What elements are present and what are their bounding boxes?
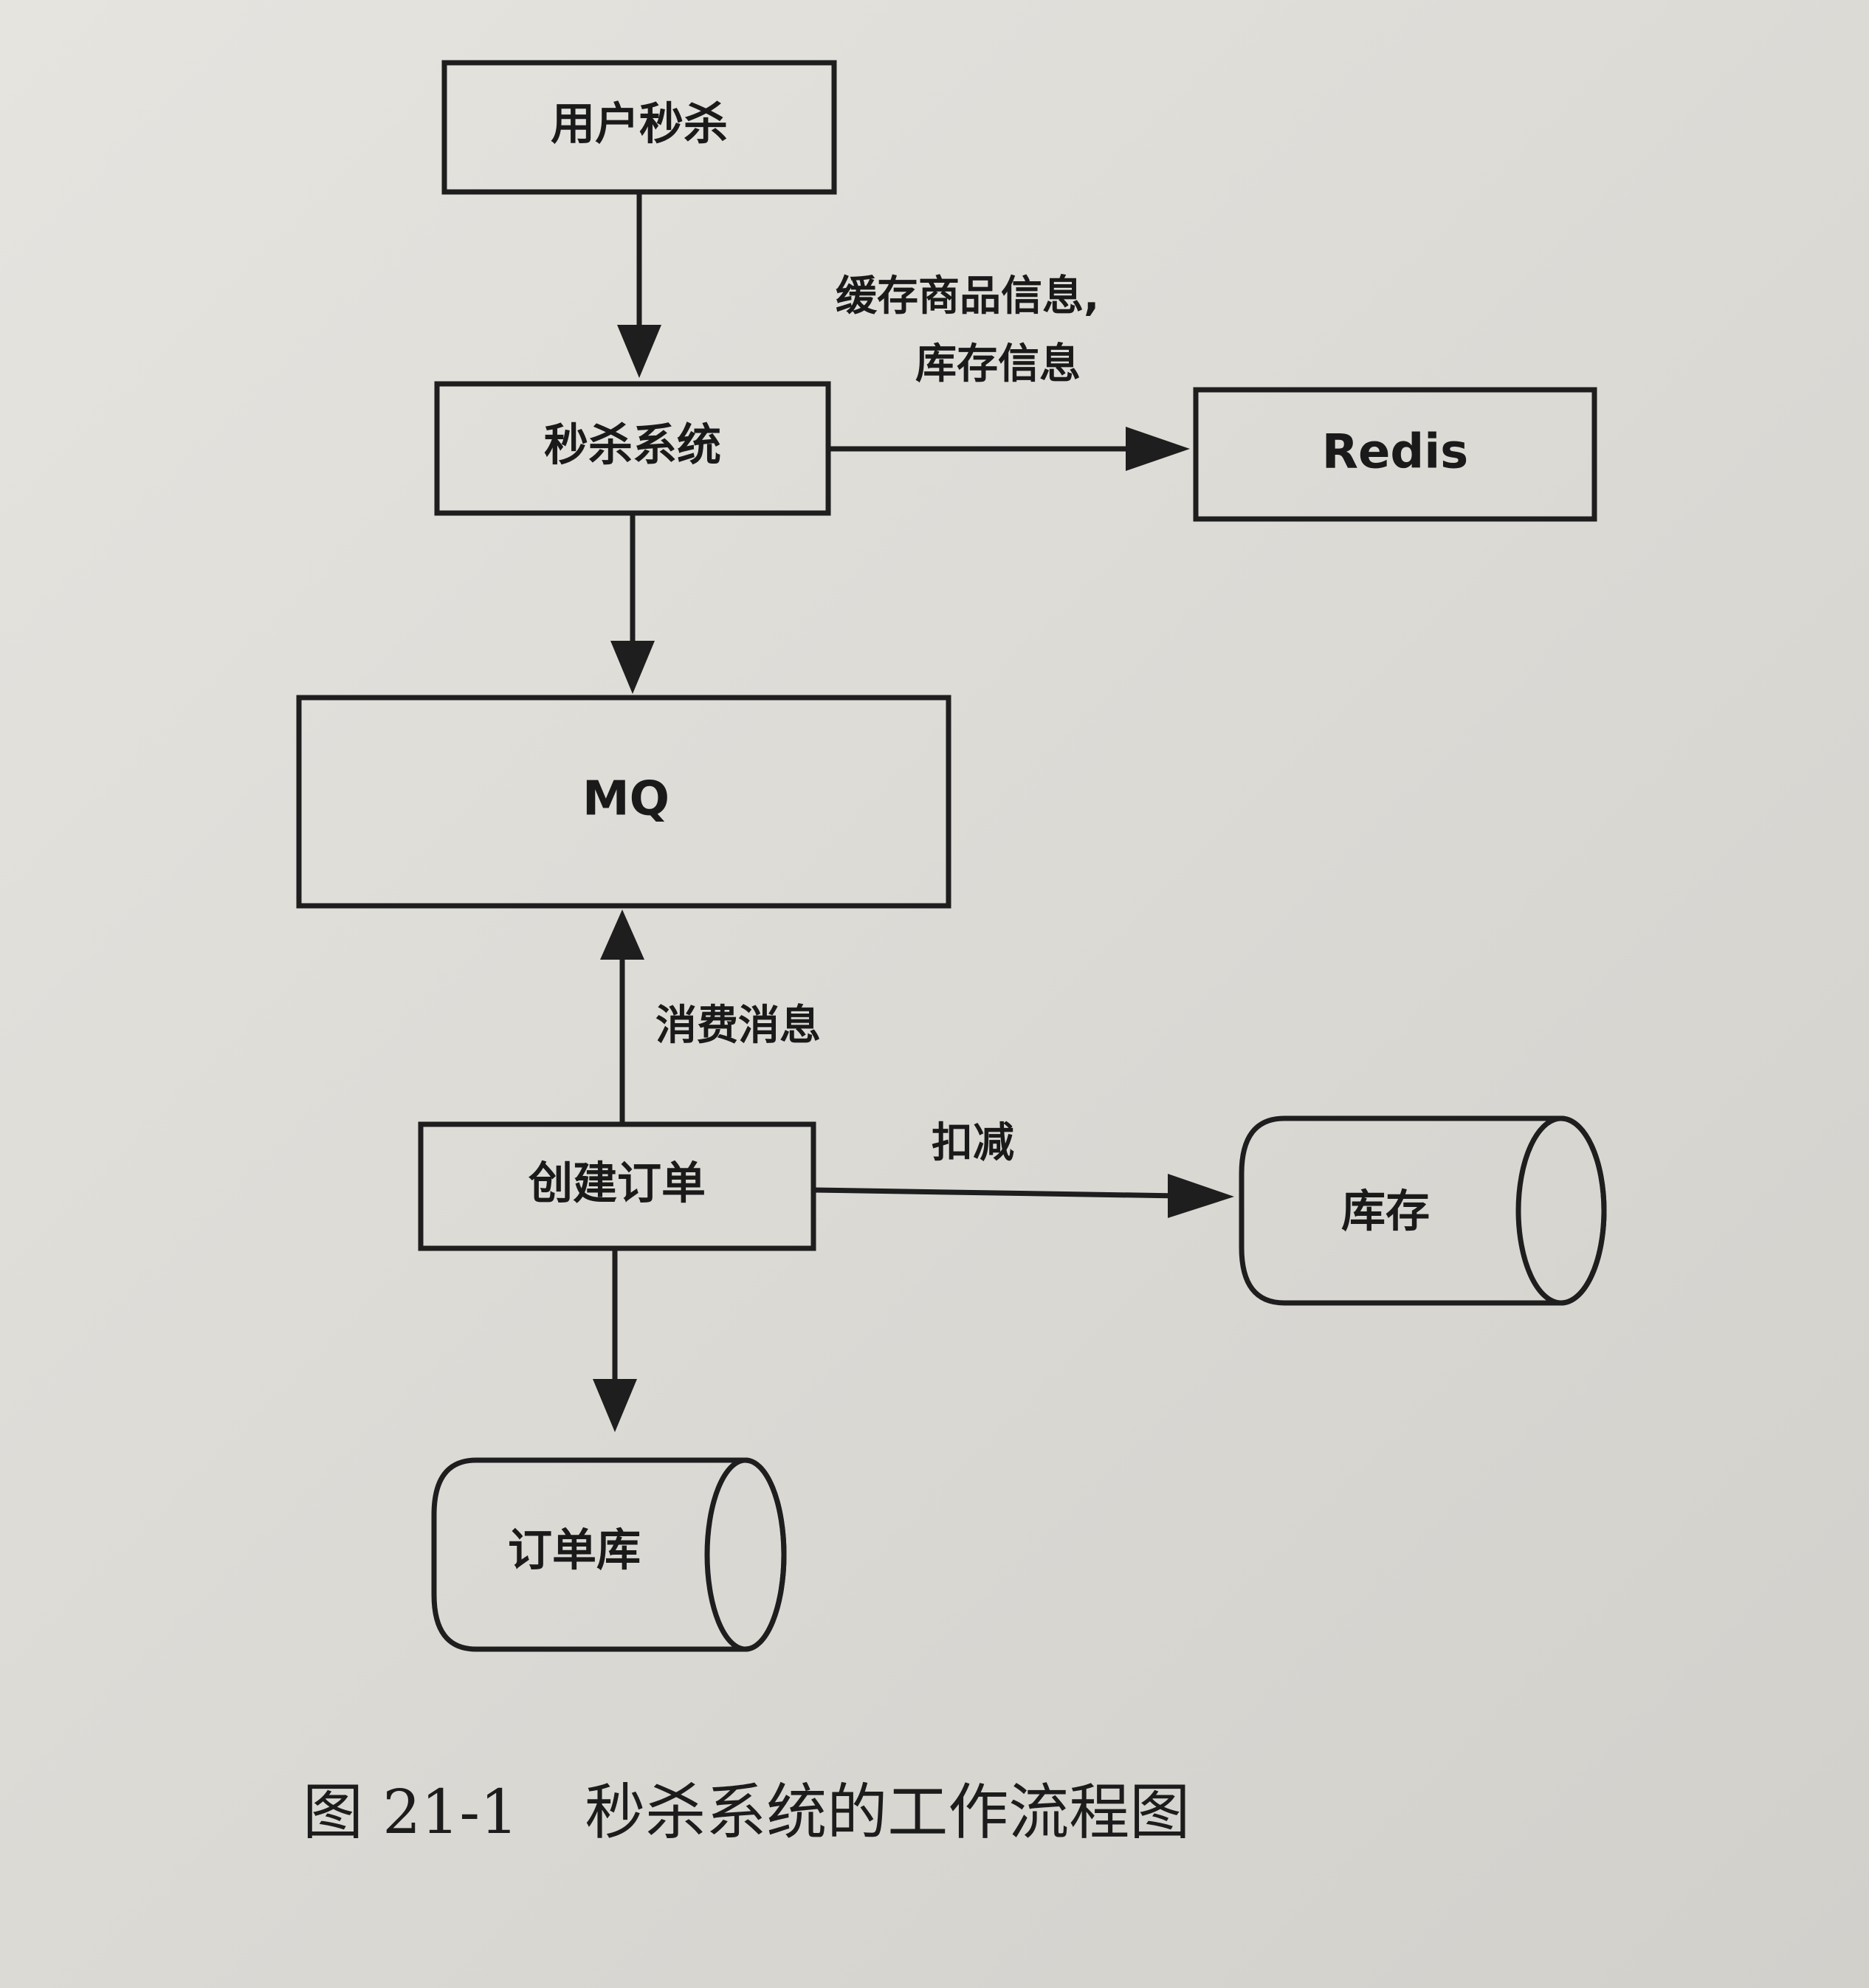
arrowhead-order-to-orderdb [593, 1379, 637, 1432]
arrowhead-user-to-system [617, 325, 661, 378]
caption-title: 秒杀系统的工作流程图 [585, 1778, 1191, 1848]
label-create-order: 创建订单 [529, 1158, 706, 1210]
label-seckill-system: 秒杀系统 [544, 420, 721, 472]
label-redis: Redis [1322, 425, 1469, 480]
node-order-db-cylinder [431, 1457, 787, 1652]
arrowhead-order-to-inventory [1168, 1174, 1234, 1218]
label-order-db: 订单库 [508, 1525, 641, 1577]
edge-label-cache-line2: 库存信息 [915, 340, 1081, 388]
figure-caption: 图 21-1 秒杀系统的工作流程图 [303, 1763, 1190, 1851]
caption-number: 图 21-1 [303, 1778, 519, 1848]
label-mq: MQ [582, 772, 670, 827]
edge-label-consume: 消费消息 [655, 1002, 821, 1050]
label-user-seckill: 用户秒杀 [551, 99, 728, 151]
label-inventory: 库存 [1341, 1186, 1430, 1238]
arrowhead-system-to-redis [1126, 427, 1190, 471]
node-mq-box [296, 695, 951, 909]
arrowhead-order-to-mq [600, 909, 644, 960]
node-redis-box [1193, 387, 1597, 522]
node-inventory-cylinder [1239, 1115, 1607, 1306]
arrowhead-system-to-mq [610, 641, 655, 694]
edge-order-to-inventory [813, 1187, 1180, 1199]
edge-label-cache-line1: 缓存商品信息, [836, 272, 1099, 320]
edge-label-deduct: 扣减 [932, 1119, 1014, 1167]
